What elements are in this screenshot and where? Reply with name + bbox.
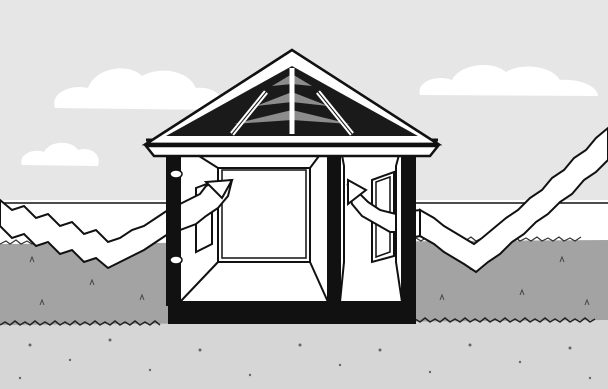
right-wall <box>402 140 416 306</box>
vent-icon <box>170 170 182 178</box>
soil-band <box>0 320 608 389</box>
floor-slab <box>168 302 416 324</box>
vent-icon <box>170 256 182 264</box>
interior-wall <box>328 142 340 306</box>
left-wall <box>166 140 180 306</box>
eaves <box>146 146 438 156</box>
